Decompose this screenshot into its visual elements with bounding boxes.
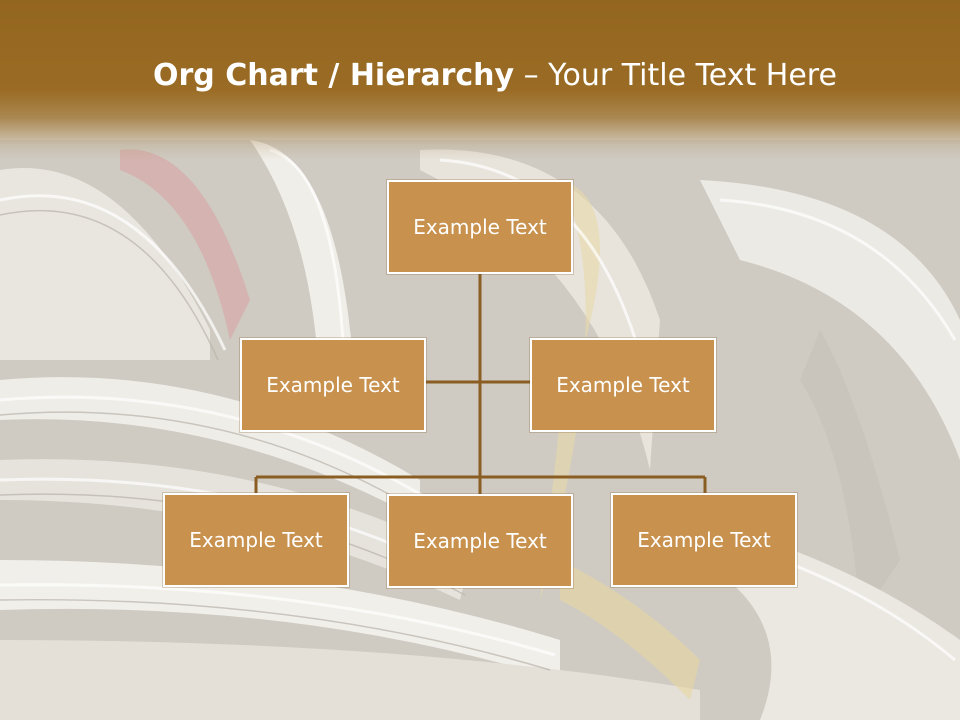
title-dash: – [514,58,549,93]
org-node-child-center[interactable]: Example Text [387,494,573,588]
org-node-child-right[interactable]: Example Text [611,493,797,587]
org-node-assistant-left[interactable]: Example Text [240,338,426,432]
org-node-assistant-right[interactable]: Example Text [530,338,716,432]
slide-title: Org Chart / Hierarchy – Your Title Text … [153,54,913,98]
org-node-child-left[interactable]: Example Text [163,493,349,587]
org-node-root[interactable]: Example Text [387,180,573,274]
title-bold: Org Chart / Hierarchy [153,58,515,93]
title-bar [0,0,960,160]
title-regular: Your Title Text Here [548,58,837,93]
